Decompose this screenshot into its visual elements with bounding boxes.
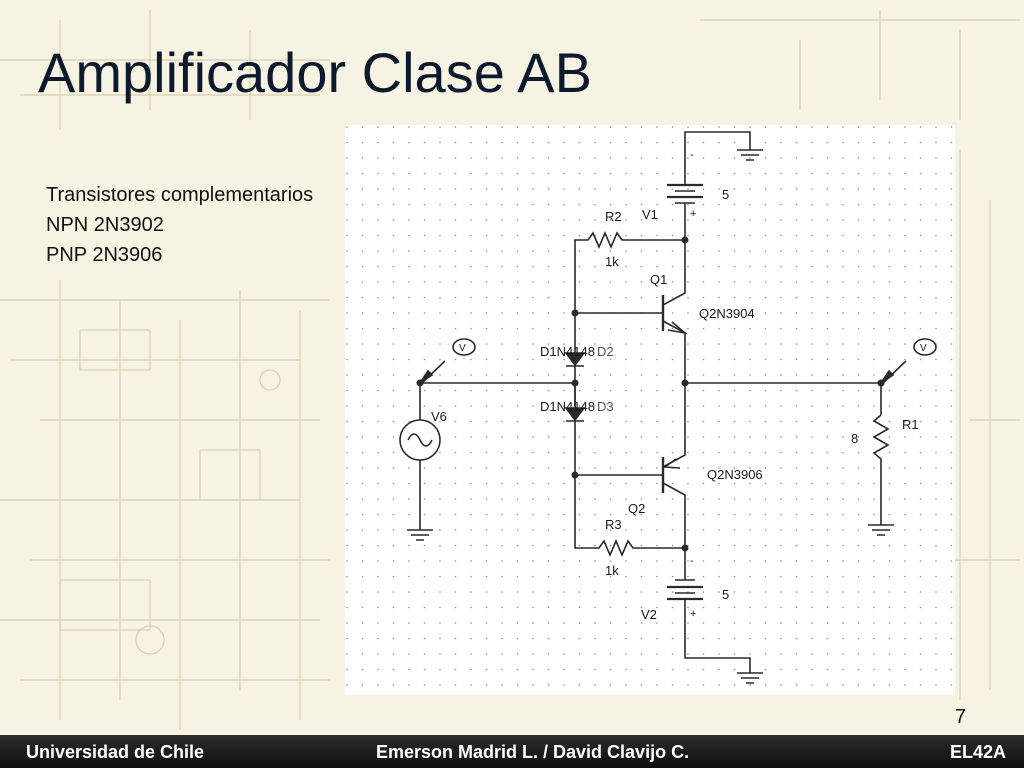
r1-name: R1 bbox=[902, 417, 919, 432]
output-voltage-probe bbox=[880, 338, 937, 384]
q2-model: Q2N3906 bbox=[707, 467, 763, 482]
footer-university: Universidad de Chile bbox=[26, 742, 205, 762]
diode-d3 bbox=[564, 383, 586, 475]
bullet-npn: NPN 2N3902 bbox=[46, 214, 164, 236]
r2-value: 1k bbox=[605, 254, 619, 269]
slide-title: Amplificador Clase AB bbox=[38, 41, 593, 104]
bullet-list: Transistores complementarios NPN 2N3902 … bbox=[46, 180, 313, 270]
v2-name: V2 bbox=[641, 607, 657, 622]
r1-load-resistor bbox=[868, 414, 894, 536]
footer-course-code: EL42A bbox=[950, 742, 1007, 762]
v2-minus-label: - bbox=[690, 555, 694, 567]
v1-value: 5 bbox=[722, 187, 729, 202]
class-ab-schematic: - + 5 V1 R2 1k Q1 Q2N3904 D1N4148 D2 D1N… bbox=[345, 125, 955, 695]
d2-name: D2 bbox=[597, 344, 614, 359]
bullet-pnp: PNP 2N3906 bbox=[46, 244, 163, 266]
page-number: 7 bbox=[954, 706, 966, 728]
input-probe-label: V bbox=[459, 343, 466, 354]
d2-part: D1N4148 bbox=[540, 344, 595, 359]
footer-bar: Universidad de Chile Emerson Madrid L. /… bbox=[0, 735, 1024, 768]
footer-authors: Emerson Madrid L. / David Clavijo C. bbox=[376, 742, 690, 762]
v2-value: 5 bbox=[722, 587, 729, 602]
v6-name: V6 bbox=[431, 409, 447, 424]
v1-ground-wire bbox=[684, 131, 763, 180]
r2-name: R2 bbox=[605, 209, 622, 224]
v6-ac-source bbox=[399, 419, 441, 461]
r1-value: 8 bbox=[851, 431, 858, 446]
v1-plus-label: + bbox=[690, 208, 696, 220]
v1-minus-label: - bbox=[690, 149, 694, 161]
output-probe-label: V bbox=[920, 343, 927, 354]
diode-d2 bbox=[564, 313, 586, 408]
q1-name: Q1 bbox=[650, 272, 667, 287]
v1-name: V1 bbox=[642, 207, 658, 222]
v1-battery bbox=[667, 180, 703, 240]
d3-part: D1N4148 bbox=[540, 399, 595, 414]
q2-name: Q2 bbox=[628, 501, 645, 516]
q1-npn-transistor bbox=[575, 240, 688, 385]
schematic-grid bbox=[345, 125, 955, 695]
input-voltage-probe bbox=[419, 338, 476, 384]
bullet-transistores: Transistores complementarios bbox=[46, 184, 314, 206]
d3-name: D3 bbox=[597, 399, 614, 414]
r2-resistor bbox=[574, 230, 685, 313]
q2-pnp-transistor bbox=[575, 385, 686, 548]
q1-model: Q2N3904 bbox=[699, 306, 755, 321]
v2-battery bbox=[667, 548, 763, 684]
junction-dots bbox=[416, 236, 885, 552]
r3-resistor bbox=[574, 475, 685, 558]
v2-plus-label: + bbox=[690, 608, 696, 620]
r3-value: 1k bbox=[605, 563, 619, 578]
r3-name: R3 bbox=[605, 517, 622, 532]
